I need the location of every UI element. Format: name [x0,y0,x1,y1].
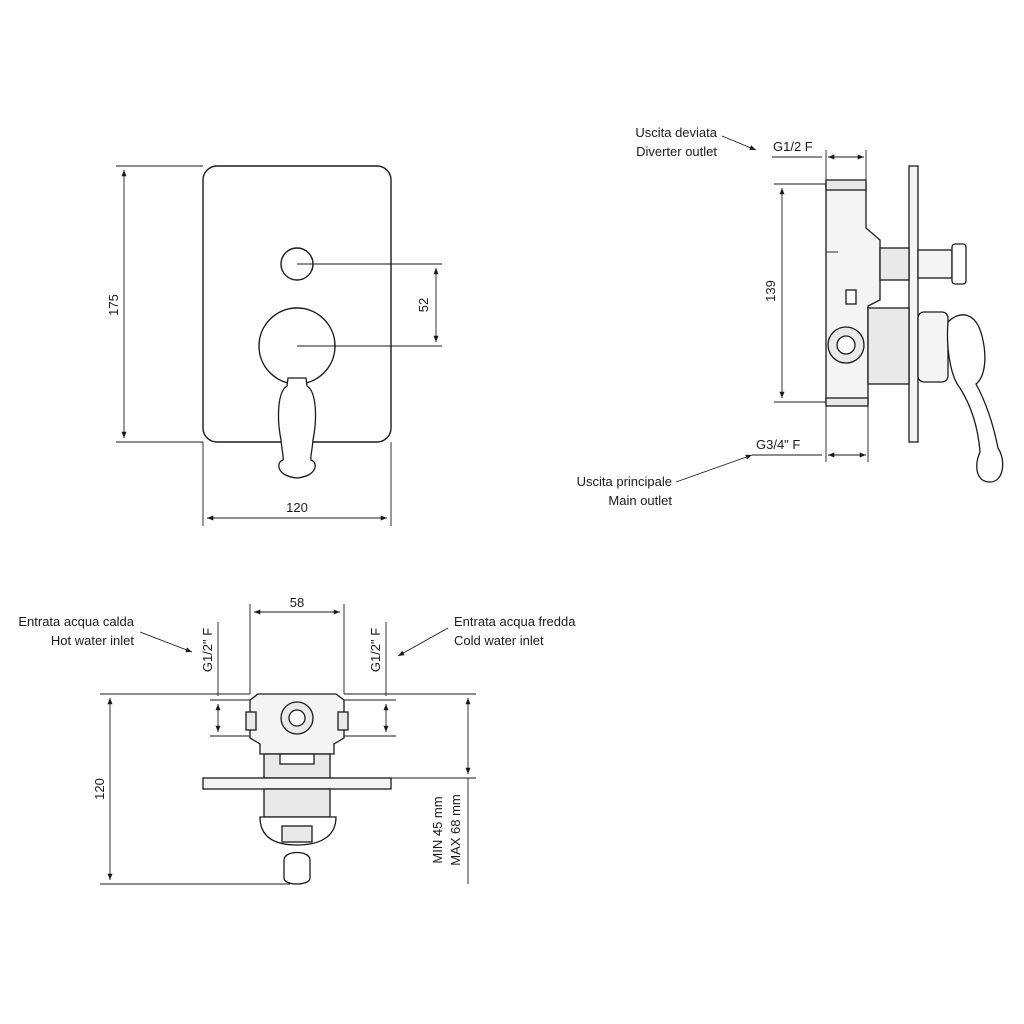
lever-handle [277,377,317,479]
diverter-leader [721,135,757,151]
cold-inlet-label-it: Entrata acqua fredda [454,614,576,629]
diverter-knob-side [917,249,953,279]
cartridge-housing [867,307,910,385]
min-depth-label: MIN 45 mm [430,796,445,863]
depth-label: 120 [92,778,107,800]
diverter-thread-label: G1/2 F [773,139,813,154]
main-thread-label: G3/4" F [756,437,800,452]
diverter-outlet-label-en: Diverter outlet [636,144,717,159]
front-view: 175 52 120 [106,165,442,526]
height-dimension-label: 175 [106,294,121,316]
main-outlet-label-en: Main outlet [608,493,672,508]
diverter-stem [879,247,910,281]
top-cover-plate [202,777,392,790]
body-height-label: 139 [763,280,778,302]
body-window [845,289,857,305]
top-view: 58 G1/2" F Entrata acqua calda Hot water… [18,595,576,885]
side-cover-plate [908,165,919,443]
width-dimension-label: 120 [286,500,308,515]
side-lever-handle [946,314,1004,483]
spacing-dimension-label: 52 [416,298,431,312]
top-lever [283,851,311,885]
diverter-knob-cap [951,243,967,285]
max-depth-label: MAX 68 mm [448,794,463,866]
diverter-outlet-label-it: Uscita deviata [635,125,717,140]
hot-inlet-leader [139,631,193,653]
rosette-side [917,311,949,383]
top-body-left-lug [245,711,257,731]
inlet-fitting-inner [836,335,856,355]
cold-thread-label: G1/2" F [368,628,383,672]
cold-inlet-leader [397,627,449,657]
top-lever-base [281,825,313,843]
main-outlet-stub [825,397,869,407]
side-view: G1/2 F Uscita deviata Diverter outlet 13… [577,125,1004,508]
top-neck-inner [279,753,315,765]
hot-thread-label: G1/2" F [200,628,215,672]
main-outlet-label-it: Uscita principale [577,474,672,489]
top-width-label: 58 [290,595,304,610]
hot-inlet-label-en: Hot water inlet [51,633,134,648]
top-body-right-lug [337,711,349,731]
main-outlet-leader [675,454,753,483]
top-cartridge [263,788,331,818]
top-fitting-inner [288,709,306,727]
cold-inlet-label-en: Cold water inlet [454,633,544,648]
diverter-outlet-stub [825,179,867,191]
hot-inlet-label-it: Entrata acqua calda [18,614,134,629]
